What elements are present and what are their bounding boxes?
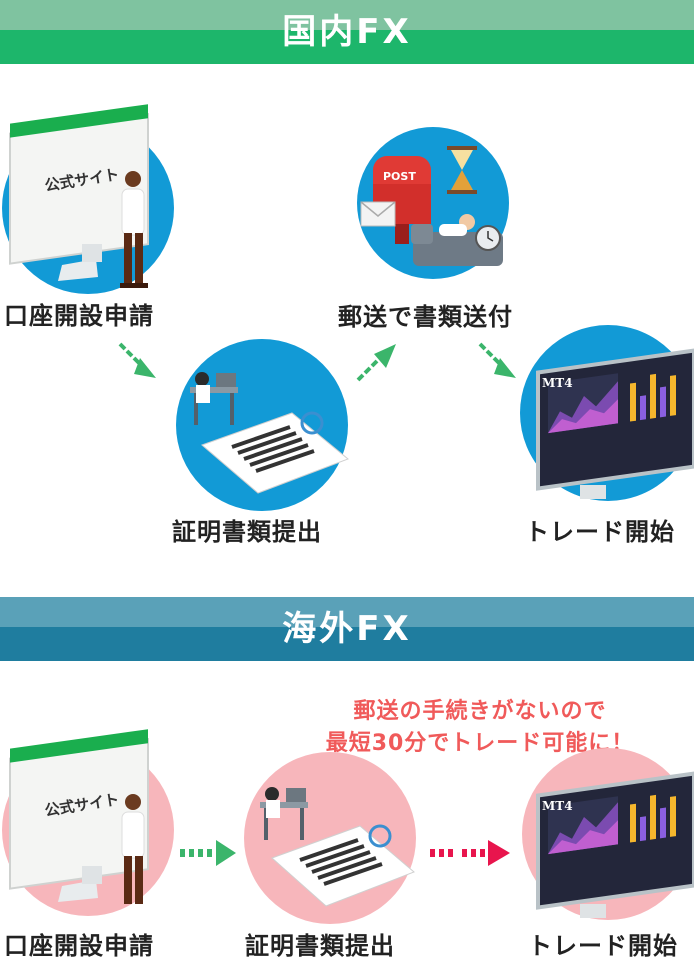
overseas-fx-banner: 海外FX	[0, 597, 694, 661]
domestic-step3-label: 郵送で書類送付	[338, 303, 513, 331]
overseas-step1-label: 口座開設申請	[4, 932, 154, 960]
documents-illustration	[176, 339, 349, 511]
arrow-overseas-step2-to-step3	[430, 840, 510, 866]
arrow-step2-to-step3	[356, 344, 396, 382]
banner-top-band	[0, 597, 694, 627]
documents-illustration	[244, 752, 416, 924]
trading-monitor-illustration: MT4	[520, 325, 694, 501]
overseas-step2-label: 証明書類提出	[245, 932, 395, 960]
trading-monitor-illustration: MT4	[522, 748, 694, 920]
domestic-step-start-trading: MT4	[520, 325, 694, 505]
overseas-note-line1: 郵送の手続きがないので	[353, 699, 607, 724]
arrow-step3-to-step4	[478, 342, 516, 378]
overseas-step-start-trading: MT4	[520, 748, 694, 924]
mailbox-text: POST	[383, 170, 416, 183]
domestic-step-submit-documents	[172, 335, 352, 515]
arrow-step1-to-step2	[118, 342, 156, 378]
monitor-mt4-text: MT4	[542, 799, 573, 813]
domestic-step-mail-documents: POST	[343, 127, 523, 308]
website-illustration: 公式サイト	[2, 104, 174, 294]
domestic-step4-label: トレード開始	[525, 518, 675, 546]
overseas-step-account-application: 公式サイト	[0, 720, 200, 920]
arrow-overseas-step1-to-step2	[180, 840, 236, 866]
domestic-fx-banner: 国内FX	[0, 0, 694, 64]
website-illustration: 公式サイト	[2, 729, 174, 916]
banner-bottom-band	[0, 627, 694, 661]
banner-bottom-band	[0, 30, 694, 64]
domestic-step-account-application: 公式サイト	[0, 95, 200, 295]
domestic-step2-label: 証明書類提出	[172, 518, 322, 546]
overseas-step3-label: トレード開始	[528, 932, 678, 960]
banner-top-band	[0, 0, 694, 30]
monitor-mt4-text: MT4	[542, 376, 573, 390]
overseas-step-submit-documents	[242, 750, 418, 926]
mailbox-illustration: POST	[357, 127, 509, 279]
overseas-note-line2: 最短30分でトレード可能に！	[325, 731, 635, 756]
overseas-note: 郵送の手続きがないので 最短30分でトレード可能に！	[290, 696, 670, 760]
domestic-fx-title: 国内FX	[282, 12, 412, 52]
domestic-step1-label: 口座開設申請	[4, 302, 154, 330]
overseas-fx-title: 海外FX	[282, 609, 412, 649]
